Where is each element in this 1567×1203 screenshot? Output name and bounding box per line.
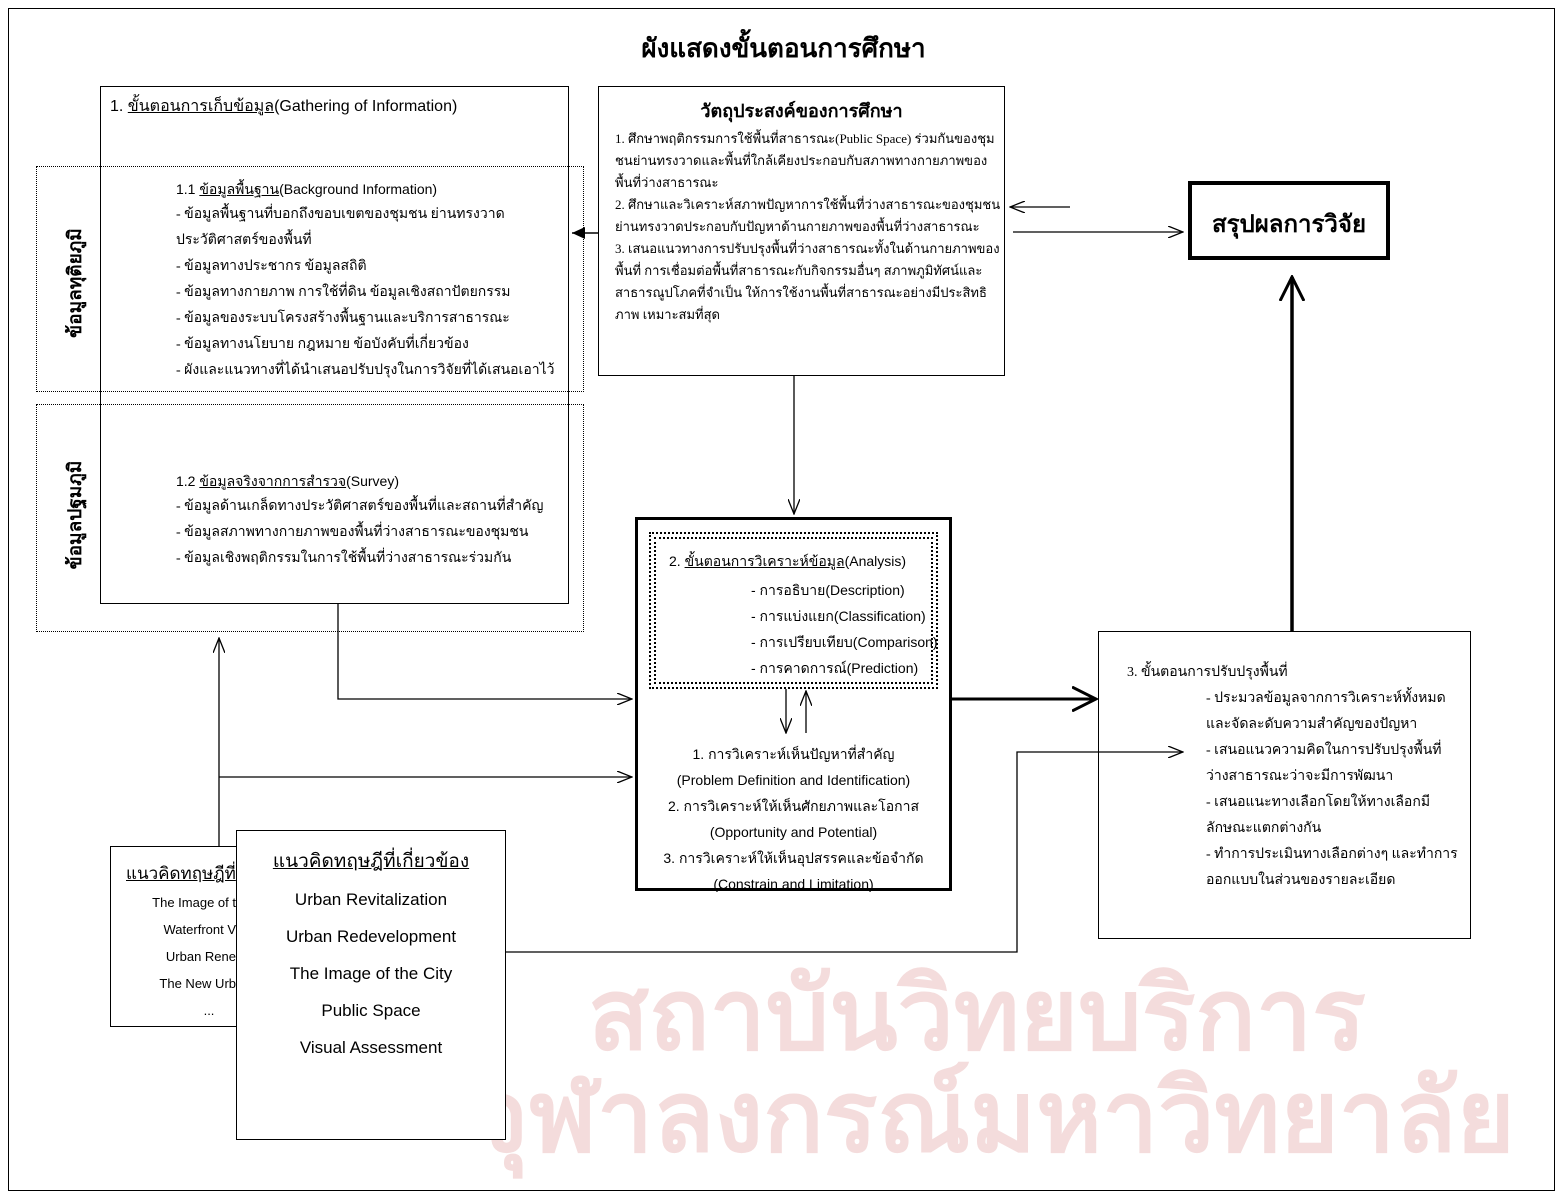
improvement-line: ว่างสาธารณะว่าจะมีการพัฒนา [1206, 769, 1394, 784]
theory-front-heading: แนวคิดทฤษฎีที่เกี่ยวข้อง [272, 851, 470, 872]
theory-front-item: Public Space [321, 1001, 421, 1020]
background-heading: 1.1 ข้อมูลพื้นฐาน(Background Information… [176, 176, 555, 202]
analysis-methods-frame-outer [649, 532, 938, 689]
background-item: - ผังและแนวทางที่ได้นำเสนอปรับปรุงในการว… [176, 363, 555, 378]
background-heading-number: 1.1 [176, 181, 200, 197]
theory-front-item: Visual Assessment [299, 1038, 443, 1057]
improvement-heading: 3. ขั้นตอนการปรับปรุงพื้นที่ [1127, 665, 1288, 680]
theory-front-items: Urban Revitalization Urban Redevelopment… [236, 881, 506, 1066]
improvement-line: ออกแบบในส่วนของรายละเอียด [1206, 873, 1396, 888]
theory-front-item: Urban Redevelopment [285, 927, 457, 946]
page-frame [8, 8, 1555, 1191]
objectives-heading: วัตถุประสงค์ของการศึกษา [700, 101, 903, 121]
improvement-line: - เสนอแนวความคิดในการปรับปรุงพื้นที่ [1206, 743, 1442, 758]
analysis-method: - การคาดการณ์(Prediction) [751, 660, 919, 676]
theory-front-card [236, 830, 506, 1140]
watermark-line-1: สถาบันวิทยบริการ [588, 959, 1366, 1071]
gathering-heading: 1. ขั้นตอนการเก็บข้อมูล(Gathering of Inf… [110, 94, 457, 119]
secondary-data-label: ข้อมูลทุติยภูมิ [65, 228, 86, 338]
analysis-methods-frame-inner [654, 537, 933, 684]
background-item: - ข้อมูลทางกายภาพ การใช้ที่ดิน ข้อมูลเชิ… [176, 285, 511, 300]
background-heading-title: ข้อมูลพื้นฐาน [199, 181, 280, 197]
background-item: ประวัติศาสตร์ของพื้นที่ [176, 233, 312, 248]
survey-heading-title: ข้อมูลจริงจากการสำรวจ [199, 473, 347, 489]
survey-heading-english: (Survey) [346, 473, 399, 489]
objectives-line: ภาพ เหมาะสมที่สุด [615, 307, 721, 322]
background-heading-english: (Background Information) [279, 181, 438, 197]
gathering-heading-english: (Gathering of Information) [274, 98, 458, 115]
analysis-method: - การแบ่งแยก(Classification) [751, 608, 926, 624]
research-summary-label: สรุปผลการวิจัย [1211, 212, 1367, 238]
background-item: - ข้อมูลของระบบโครงสร้างพื้นฐานและบริการ… [176, 311, 510, 326]
background-item: - ข้อมูลทางนโยบาย กฎหมาย ข้อบังคับที่เกี… [176, 337, 469, 352]
gathering-heading-title: ขั้นตอนการเก็บข้อมูล [127, 98, 275, 115]
objectives-line: สาธารณูปโภคที่จำเป็น ให้การใช้งานพื้นที่… [615, 285, 987, 300]
background-item: - ข้อมูลทางประชากร ข้อมูลสถิติ [176, 259, 367, 274]
objectives-box [598, 86, 1005, 376]
analysis-heading-title: ขั้นตอนการวิเคราะห์ข้อมูล [684, 553, 845, 569]
analysis-heading: 2. ขั้นตอนการวิเคราะห์ข้อมูล(Analysis) [669, 551, 906, 573]
improvement-line: ลักษณะแตกต่างกัน [1206, 821, 1322, 836]
primary-data-label: ข้อมูลปฐมภูมิ [65, 460, 86, 570]
objectives-line: ชนย่านทรงวาดและพื้นที่ใกล้เคียงประกอบกับ… [615, 153, 988, 168]
analysis-method: - การเปรียบเทียบ(Comparison) [751, 634, 938, 650]
analysis-result-line: (Constrain and Limitation) [713, 876, 874, 892]
theory-front-item: The Image of the City [289, 964, 453, 983]
analysis-result-line: (Opportunity and Potential) [709, 824, 878, 840]
gathering-box [100, 86, 569, 604]
secondary-data-frame [36, 166, 584, 392]
theory-back-item: The New Urb [159, 976, 236, 991]
theory-back-item: Urban Rene [165, 949, 236, 964]
analysis-results: 1. การวิเคราะห์เห็นปัญหาที่สำคัญ (Proble… [635, 741, 952, 897]
objectives-line: 2. ศึกษาและวิเคราะห์สภาพปัญหาการใช้พื้นท… [615, 197, 1001, 212]
analysis-result-line: 1. การวิเคราะห์เห็นปัญหาที่สำคัญ [692, 746, 895, 762]
analysis-method: - การอธิบาย(Description) [751, 582, 905, 598]
objectives-line: ย่านทรงวาดประกอบกับปัญหาด้านกายภาพของพื้… [615, 219, 980, 234]
survey-item: - ข้อมูลด้านเกล็ดทางประวัติศาสตร์ของพื้น… [176, 499, 544, 514]
analysis-heading-number: 2. [669, 553, 685, 569]
theory-back-heading: แนวคิดทฤษฎีที่ [126, 864, 236, 883]
analysis-result-line: 2. การวิเคราะห์ให้เห็นศักยภาพและโอกาส [667, 798, 920, 814]
survey-heading-number: 1.2 [176, 473, 200, 489]
theory-back-item: ... [203, 1003, 215, 1018]
gathering-heading-number: 1. [110, 98, 128, 115]
objectives-line: พื้นที่ การเชื่อมต่อพื้นที่สาธารณะกับกิจ… [615, 263, 983, 278]
analysis-result-line: (Problem Definition and Identification) [676, 772, 911, 788]
analysis-methods: - การอธิบาย(Description) - การแบ่งแยก(Cl… [751, 577, 938, 681]
theory-back-item: Waterfront V [163, 922, 236, 937]
survey-info: 1.2 ข้อมูลจริงจากการสำรวจ(Survey) - ข้อม… [176, 468, 543, 572]
page-title: ผังแสดงขั้นตอนการศึกษา [641, 34, 926, 63]
improvement-line: - ประมวลข้อมูลจากการวิเคราะห์ทั้งหมด [1206, 691, 1446, 706]
objectives-line: พื้นที่ว่างสาธารณะ [615, 175, 719, 190]
survey-heading: 1.2 ข้อมูลจริงจากการสำรวจ(Survey) [176, 468, 543, 494]
improvement-line: - เสนอแนะทางเลือกโดยให้ทางเลือกมี [1206, 795, 1431, 810]
survey-item: - ข้อมูลสภาพทางกายภาพของพื้นที่ว่างสาธาร… [176, 525, 529, 540]
theory-front-item: Urban Revitalization [294, 890, 448, 909]
primary-data-frame [36, 404, 584, 632]
survey-item: - ข้อมูลเชิงพฤติกรรมในการใช้พื้นที่ว่างส… [176, 551, 512, 566]
improvement-line: และจัดละดับความสำคัญของปัญหา [1206, 717, 1418, 732]
analysis-heading-english: (Analysis) [844, 553, 907, 569]
objectives-line: 1. ศึกษาพฤติกรรมการใช้พื้นที่สาธารณะ(Pub… [615, 131, 995, 146]
background-item: - ข้อมูลพื้นฐานที่บอกถึงขอบเขตของชุมชน ย… [176, 207, 505, 222]
improvement-lines: - ประมวลข้อมูลจากการวิเคราะห์ทั้งหมด และ… [1206, 686, 1458, 894]
background-info: 1.1 ข้อมูลพื้นฐาน(Background Information… [176, 176, 555, 384]
objectives-line: 3. เสนอแนวทางการปรับปรุงพื้นที่ว่างสาธาร… [615, 241, 1000, 256]
watermark-line-2: จุฬาลงกรณ์มหาวิทยาลัย [470, 1061, 1515, 1173]
research-summary-box [1188, 181, 1390, 260]
theory-back-item: The Image of t [152, 895, 236, 910]
theory-back-items: The Image of t Waterfront V Urban Rene T… [112, 889, 236, 1024]
analysis-result-line: 3. การวิเคราะห์ให้เห็นอุปสรรคและข้อจำกัด [663, 850, 924, 866]
objectives-text: 1. ศึกษาพฤติกรรมการใช้พื้นที่สาธารณะ(Pub… [615, 128, 1000, 326]
improvement-line: - ทำการประเมินทางเลือกต่างๆ และทำการ [1206, 847, 1458, 862]
